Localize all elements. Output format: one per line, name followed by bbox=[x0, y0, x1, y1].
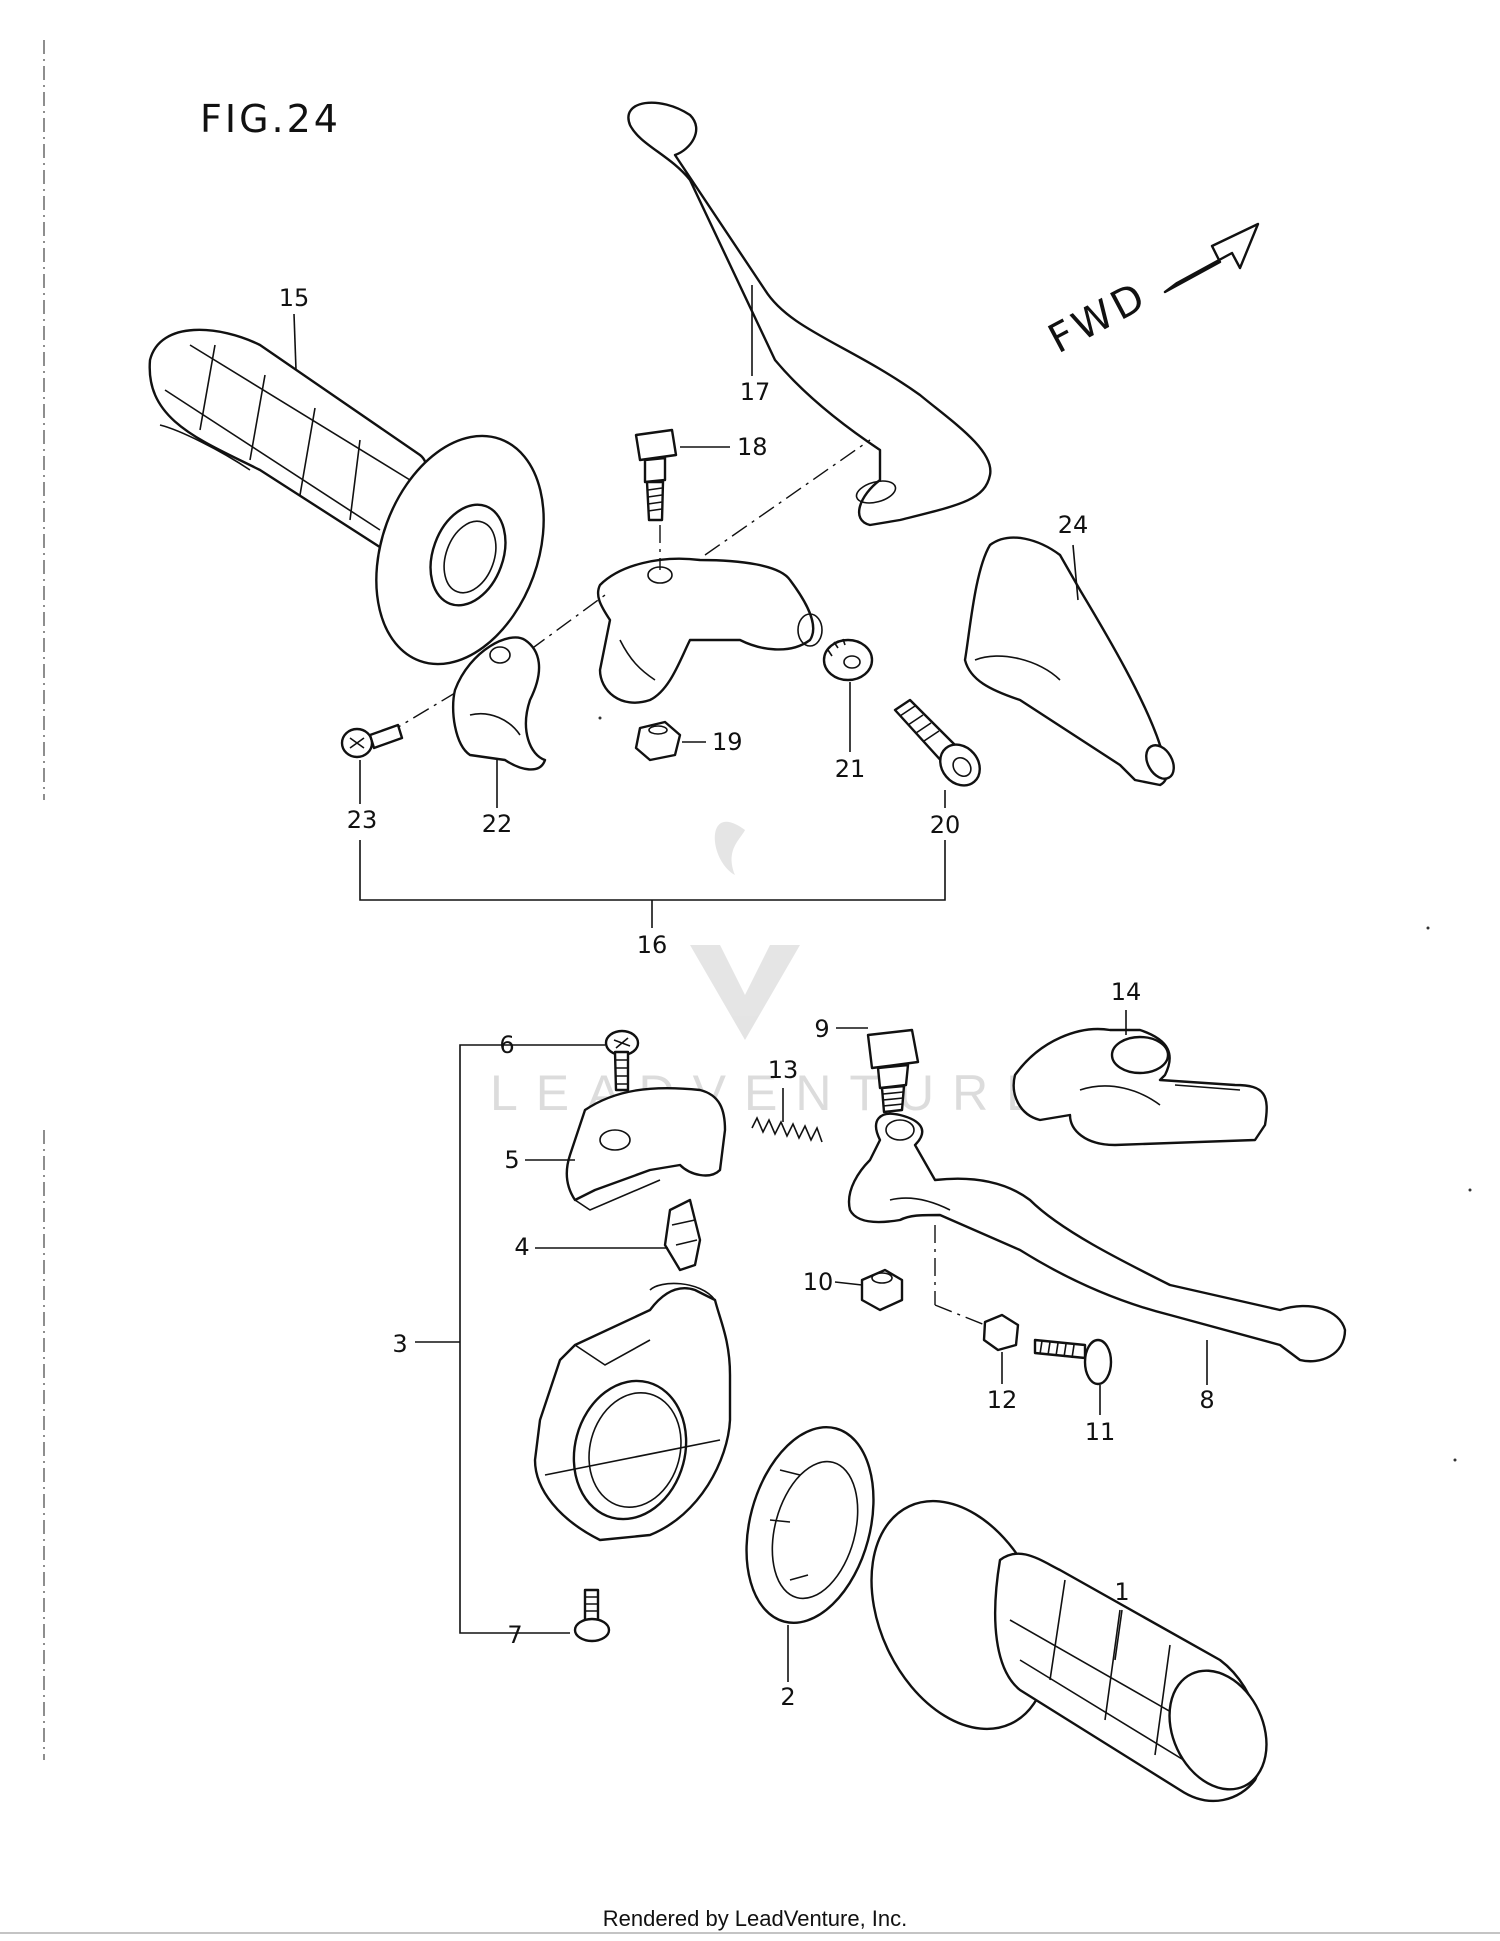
alignment-line-2 bbox=[704, 439, 871, 556]
callout-11: 11 bbox=[1085, 1418, 1116, 1446]
clamp-screw bbox=[340, 723, 404, 759]
lever-nut bbox=[860, 1268, 904, 1312]
callout-9: 9 bbox=[814, 1015, 829, 1043]
adjuster-lock-ring bbox=[822, 638, 874, 682]
pivot-nut bbox=[634, 720, 682, 762]
leader-15 bbox=[293, 313, 297, 371]
clutch-lever bbox=[627, 101, 992, 527]
callout-24: 24 bbox=[1058, 511, 1089, 539]
lever-holder bbox=[596, 557, 823, 704]
switch-housing bbox=[533, 1282, 732, 1542]
throttle-collar bbox=[745, 1425, 875, 1625]
alignment-line-6 bbox=[934, 1304, 986, 1326]
callout-5: 5 bbox=[504, 1146, 519, 1174]
callout-17: 17 bbox=[740, 378, 771, 406]
callout-22: 22 bbox=[482, 810, 513, 838]
callout-12: 12 bbox=[987, 1386, 1018, 1414]
forward-direction-indicator: FWD bbox=[1041, 222, 1260, 363]
callout-10: 10 bbox=[803, 1268, 834, 1296]
watermark: LEADVENTURE bbox=[490, 821, 1058, 1121]
leader-10 bbox=[834, 1281, 863, 1286]
callout-13: 13 bbox=[768, 1056, 799, 1084]
brake-lever-cover bbox=[1012, 1027, 1268, 1147]
switch-housing-cap bbox=[565, 1087, 727, 1211]
watermark-text: LEADVENTURE bbox=[490, 1065, 1058, 1121]
callout-19: 19 bbox=[712, 728, 743, 756]
callout-18: 18 bbox=[737, 433, 768, 461]
callout-6: 6 bbox=[499, 1031, 514, 1059]
callout-14: 14 bbox=[1111, 978, 1142, 1006]
callout-16: 16 bbox=[637, 931, 668, 959]
callout-1: 1 bbox=[1114, 1578, 1129, 1606]
holder-clamp bbox=[451, 636, 547, 771]
callout-8: 8 bbox=[1199, 1386, 1214, 1414]
brake-lever bbox=[847, 1112, 1347, 1363]
leader-24 bbox=[1072, 544, 1079, 601]
grip-left bbox=[148, 328, 545, 666]
brake-lever-bolt bbox=[866, 1028, 920, 1114]
callout-21: 21 bbox=[835, 755, 866, 783]
scan-specks bbox=[598, 716, 1472, 1462]
switch-clip bbox=[663, 1198, 702, 1272]
callout-4: 4 bbox=[514, 1233, 529, 1261]
callout-23: 23 bbox=[347, 806, 378, 834]
cable-adjuster bbox=[893, 698, 981, 787]
alignment-line-4 bbox=[529, 594, 606, 651]
callout-15: 15 bbox=[279, 284, 310, 312]
housing-screw-lower bbox=[573, 1588, 611, 1643]
callout-3: 3 bbox=[392, 1330, 407, 1358]
adjuster-bolt bbox=[1033, 1338, 1113, 1386]
alignment-line-3 bbox=[384, 659, 511, 736]
figure-title: FIG.24 bbox=[200, 97, 341, 141]
pivot-bolt bbox=[634, 428, 678, 522]
fwd-label: FWD bbox=[1041, 273, 1156, 363]
callout-20: 20 bbox=[930, 811, 961, 839]
lever-cover bbox=[963, 536, 1175, 787]
fwd-arrow-icon bbox=[1163, 222, 1260, 294]
housing-screw-upper bbox=[604, 1029, 640, 1092]
assembly-bracket-3 bbox=[415, 1044, 605, 1634]
lever-spring bbox=[751, 1116, 823, 1143]
callout-2: 2 bbox=[780, 1683, 795, 1711]
callout-7: 7 bbox=[507, 1621, 522, 1649]
grip-right bbox=[870, 1499, 1268, 1803]
footer-credit: Rendered by LeadVenture, Inc. bbox=[603, 1906, 908, 1931]
adjuster-nut bbox=[982, 1313, 1020, 1352]
assembly-bracket-16 bbox=[359, 840, 946, 928]
leader-1 bbox=[1114, 1609, 1123, 1661]
